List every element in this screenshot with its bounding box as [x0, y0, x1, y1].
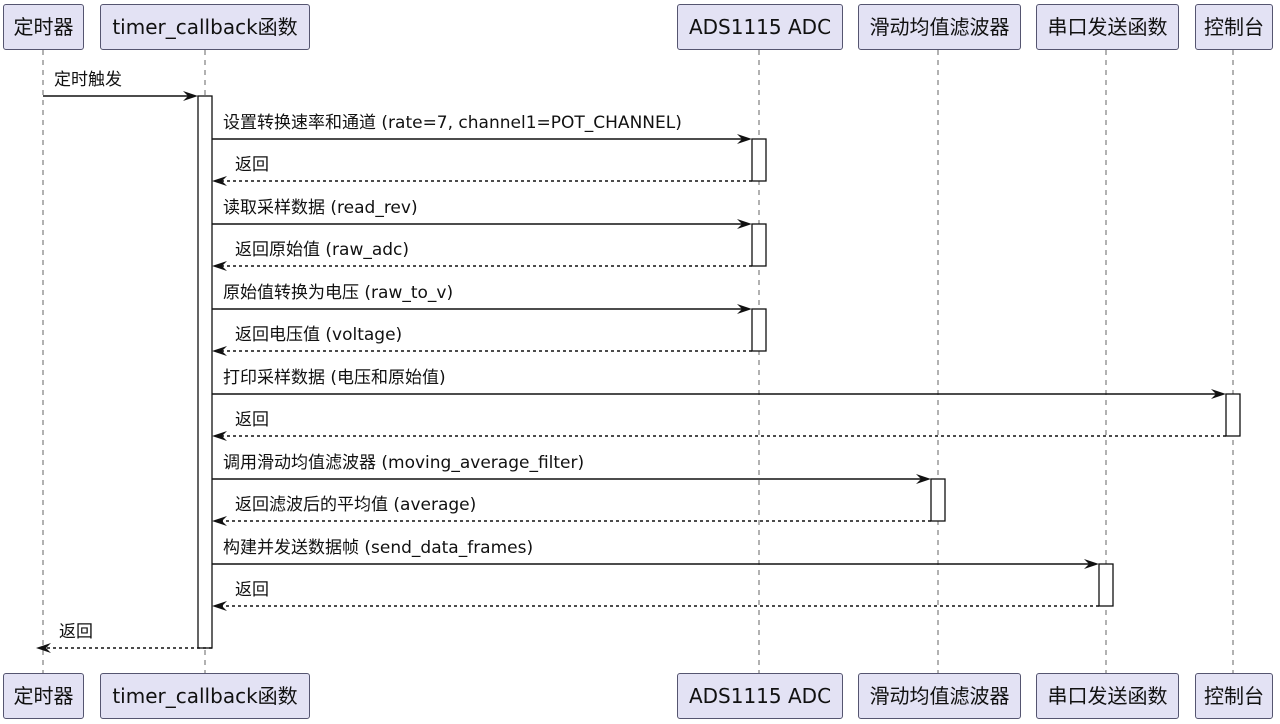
message-label: 返回: [235, 410, 269, 430]
message-label: 读取采样数据 (read_rev): [223, 198, 418, 218]
arrowhead: [212, 601, 227, 611]
participant-serial-top: 串口发送函数: [1036, 4, 1179, 50]
message-4: [212, 219, 752, 229]
message-label: 返回: [235, 580, 269, 600]
arrowhead: [212, 176, 227, 186]
participant-console-bottom: 控制台: [1195, 673, 1273, 719]
message-2: [212, 134, 752, 144]
arrowhead: [212, 346, 227, 356]
message-14: [36, 643, 212, 653]
message-label: 构建并发送数据帧 (send_data_frames): [223, 538, 534, 558]
activation-bar-adc: [751, 308, 767, 352]
message-label: 定时触发: [54, 70, 122, 90]
message-13: [212, 601, 1099, 611]
participant-cb-top: timer_callback函数: [100, 4, 310, 50]
arrowhead: [737, 219, 752, 229]
arrowhead: [737, 304, 752, 314]
activation-bar-cb: [197, 95, 213, 649]
activation-bar-console: [1225, 393, 1241, 437]
message-label: 打印采样数据 (电压和原始值): [223, 368, 446, 388]
arrowhead: [212, 431, 227, 441]
participant-adc-top: ADS1115 ADC: [677, 4, 843, 50]
participant-adc-bottom: ADS1115 ADC: [677, 673, 843, 719]
activation-bar-filter: [930, 478, 946, 522]
arrowhead: [36, 643, 51, 653]
arrowhead: [737, 134, 752, 144]
participant-filter-top: 滑动均值滤波器: [858, 4, 1021, 50]
participant-serial-bottom: 串口发送函数: [1036, 673, 1179, 719]
message-label: 返回: [59, 622, 93, 642]
message-5: [212, 261, 752, 271]
participant-filter-bottom: 滑动均值滤波器: [858, 673, 1021, 719]
message-7: [212, 346, 752, 356]
activation-bar-serial: [1098, 563, 1114, 607]
message-11: [212, 516, 931, 526]
message-6: [212, 304, 752, 314]
message-label: 返回: [235, 155, 269, 175]
participant-console-top: 控制台: [1195, 4, 1273, 50]
activation-bar-adc: [751, 138, 767, 182]
participant-cb-bottom: timer_callback函数: [100, 673, 310, 719]
message-label: 设置转换速率和通道 (rate=7, channel1=POT_CHANNEL): [223, 113, 682, 133]
participant-timer-top: 定时器: [3, 4, 84, 50]
message-12: [212, 559, 1099, 569]
activation-bar-adc: [751, 223, 767, 267]
arrowhead: [1211, 389, 1226, 399]
message-label: 原始值转换为电压 (raw_to_v): [223, 283, 454, 303]
arrowhead: [916, 474, 931, 484]
message-3: [212, 176, 752, 186]
arrowhead: [1084, 559, 1099, 569]
message-label: 返回原始值 (raw_adc): [235, 240, 410, 260]
message-10: [212, 474, 931, 484]
arrowhead: [212, 261, 227, 271]
arrowhead: [212, 516, 227, 526]
arrowhead: [183, 91, 198, 101]
message-8: [212, 389, 1226, 399]
message-label: 调用滑动均值滤波器 (moving_average_filter): [223, 453, 585, 473]
message-1: [43, 91, 198, 101]
message-label: 返回电压值 (voltage): [235, 325, 403, 345]
message-label: 返回滤波后的平均值 (average): [235, 495, 477, 515]
message-9: [212, 431, 1226, 441]
participant-timer-bottom: 定时器: [3, 673, 84, 719]
